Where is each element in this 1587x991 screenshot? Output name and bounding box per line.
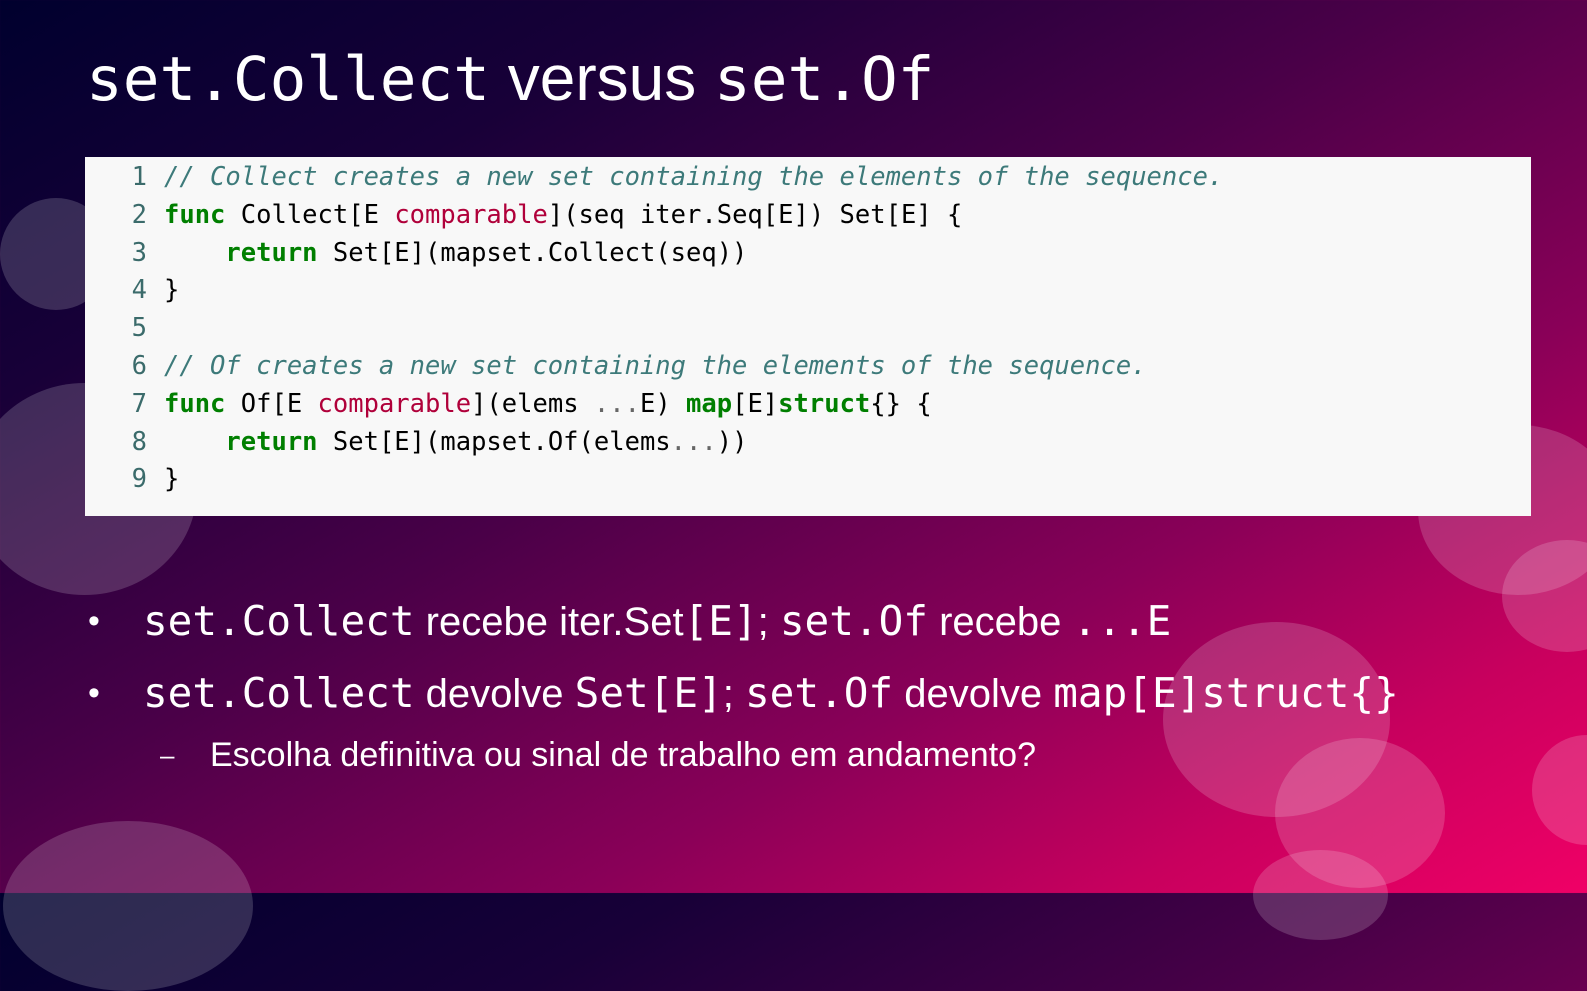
title-code-collect: set.Collect (86, 44, 490, 115)
sub-bullet-text: Escolha definitiva ou sinal de trabalho … (210, 736, 1036, 774)
slide-title: set.Collect versus set.Of (86, 38, 934, 120)
code-text: E) (639, 388, 687, 419)
code-comment: // Of creates a new set containing the e… (164, 350, 1147, 381)
bullet-text: set.Collect recebe iter.Set[E]; set.Of r… (143, 585, 1171, 658)
line-number: 8 (131, 426, 147, 457)
title-versus: versus (489, 42, 715, 114)
code-text: Of[E (225, 388, 318, 419)
inline-code: set.Collect (143, 669, 415, 717)
bullet-words: recebe (927, 600, 1073, 644)
code-keyword: func (164, 199, 226, 230)
bullet-dot: • (88, 602, 100, 640)
code-keyword: return (225, 426, 318, 457)
code-keyword: func (164, 388, 226, 419)
line-number: 2 (131, 199, 147, 230)
line-number: 6 (131, 350, 147, 381)
code-type: comparable (317, 388, 472, 419)
code-text: ](elems (471, 388, 594, 419)
line-number: 4 (131, 275, 147, 306)
code-line: 2 func Collect[E comparable](seq iter.Seq… (85, 197, 1531, 235)
sub-bullet-dash: – (160, 740, 175, 770)
inline-code: ...E (1072, 597, 1172, 645)
line-number: 5 (131, 313, 147, 344)
code-text: )) (716, 426, 748, 457)
code-line: 3 return Set[E](mapset.Collect(seq)) (85, 235, 1531, 273)
inline-code: Set[E] (574, 669, 723, 717)
code-text: ](seq iter.Seq[E]) Set[E] { (547, 199, 963, 230)
inline-code: set.Of (779, 597, 928, 645)
inline-code: [E] (683, 597, 758, 645)
line-number: 7 (131, 388, 147, 419)
bullet-dot: • (88, 674, 100, 712)
code-line: 4} (85, 272, 1531, 310)
decorative-bubble (1253, 850, 1388, 940)
code-type: comparable (394, 199, 548, 230)
inline-code: map[E]struct{} (1053, 669, 1399, 717)
bullet-words: ; (722, 672, 745, 716)
code-keyword: map (686, 388, 733, 419)
code-text: {} { (870, 388, 932, 419)
inline-code: set.Of (744, 669, 894, 717)
decorative-bubble (1163, 622, 1390, 817)
code-text: [E] (732, 388, 779, 419)
code-line: 7 func Of[E comparable](elems ...E) map[E… (85, 386, 1531, 424)
code-line: 5 (85, 310, 1531, 348)
code-operator: ... (670, 426, 717, 457)
code-line: 6 // Of creates a new set containing the … (85, 348, 1531, 386)
inline-code: set.Collect (143, 597, 415, 645)
code-text: } (164, 464, 180, 495)
code-keyword: return (225, 237, 318, 268)
code-block: 1 // Collect creates a new set containing… (85, 157, 1531, 516)
decorative-bubble (3, 821, 253, 991)
line-number: 1 (131, 162, 147, 192)
code-keyword: struct (778, 388, 871, 419)
bullet-text: set.Collect devolve Set[E]; set.Of devol… (143, 657, 1399, 730)
bullet-words: recebe iter.Set (414, 600, 684, 644)
code-text: Collect[E (225, 199, 395, 230)
line-number: 3 (131, 237, 147, 268)
code-operator: ... (593, 388, 640, 419)
code-line: 8 return Set[E](mapset.Of(elems...)) (85, 424, 1531, 462)
code-line: 9} (85, 461, 1531, 499)
title-code-of: set.Of (714, 44, 935, 115)
code-indent (164, 427, 225, 457)
bullet-words: devolve (893, 672, 1054, 716)
bullet-words: devolve (414, 672, 575, 716)
bullet-words: ; (757, 600, 780, 644)
code-text: } (164, 275, 180, 306)
code-text: Set[E](mapset.Of(elems (317, 426, 671, 457)
line-number: 9 (131, 464, 147, 495)
decorative-bubble (1275, 738, 1445, 888)
decorative-bubble (1532, 735, 1587, 845)
code-line: 1 // Collect creates a new set containing… (85, 159, 1531, 197)
code-comment: // Collect creates a new set containing … (164, 162, 1224, 192)
code-text: Set[E](mapset.Collect(seq)) (317, 237, 748, 268)
code-indent (164, 238, 225, 268)
